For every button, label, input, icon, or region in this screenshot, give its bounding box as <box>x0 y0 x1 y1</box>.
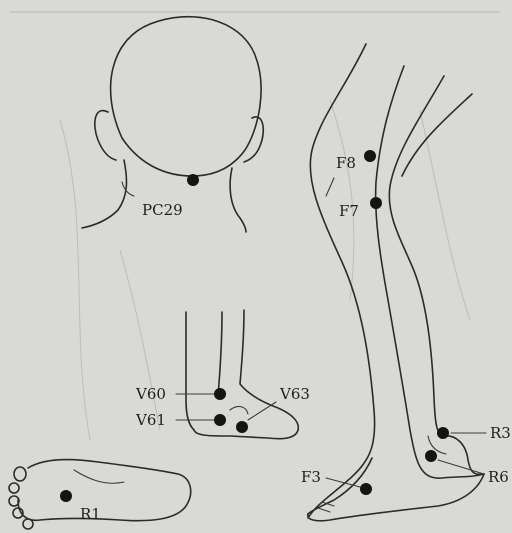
point-f7 <box>370 197 382 209</box>
neck-crease <box>122 182 134 196</box>
point-pc29 <box>187 174 199 186</box>
sole-crease <box>74 470 124 483</box>
leader-r6 <box>438 460 484 474</box>
neck-left <box>82 160 126 228</box>
point-v61 <box>214 414 226 426</box>
leg-front-contour <box>376 66 484 478</box>
point-r6 <box>425 450 437 462</box>
label-v63: V63 <box>279 385 310 403</box>
label-f3: F3 <box>301 468 321 486</box>
knee-mark <box>326 178 334 196</box>
ankle-bone <box>230 407 248 414</box>
shin-contour <box>389 76 444 436</box>
leg-figure <box>308 44 484 521</box>
label-v60: V60 <box>135 385 166 403</box>
label-pc29: PC29 <box>142 201 183 219</box>
calf-contour <box>402 94 472 176</box>
ankle-back-contour <box>186 312 194 430</box>
point-v60 <box>214 388 226 400</box>
heel-contour <box>442 436 484 475</box>
sole-outline <box>18 460 191 521</box>
ankle-figure <box>186 310 298 439</box>
point-f8 <box>364 150 376 162</box>
label-f8: F8 <box>336 154 356 172</box>
toe-5 <box>23 519 33 529</box>
label-r6: R6 <box>488 468 509 486</box>
head-outline <box>111 17 262 176</box>
point-f3 <box>360 483 372 495</box>
ankle-front-contour <box>194 310 298 439</box>
foot-sole <box>308 474 484 521</box>
label-f7: F7 <box>339 202 359 220</box>
toe-2 <box>9 483 19 493</box>
point-r3 <box>437 427 449 439</box>
label-v61: V61 <box>135 411 166 429</box>
neck-right <box>230 168 246 232</box>
head-figure <box>82 17 263 232</box>
background-bleed <box>10 12 500 440</box>
label-r3: R3 <box>490 424 511 442</box>
ankle-mid-contour <box>218 312 222 396</box>
point-v63 <box>236 421 248 433</box>
toe-1 <box>14 467 26 481</box>
label-r1: R1 <box>80 505 101 523</box>
point-r1 <box>60 490 72 502</box>
leg-back-contour <box>308 44 375 518</box>
left-ear <box>95 111 116 160</box>
leader-v63 <box>248 402 276 420</box>
right-ear <box>244 117 263 162</box>
